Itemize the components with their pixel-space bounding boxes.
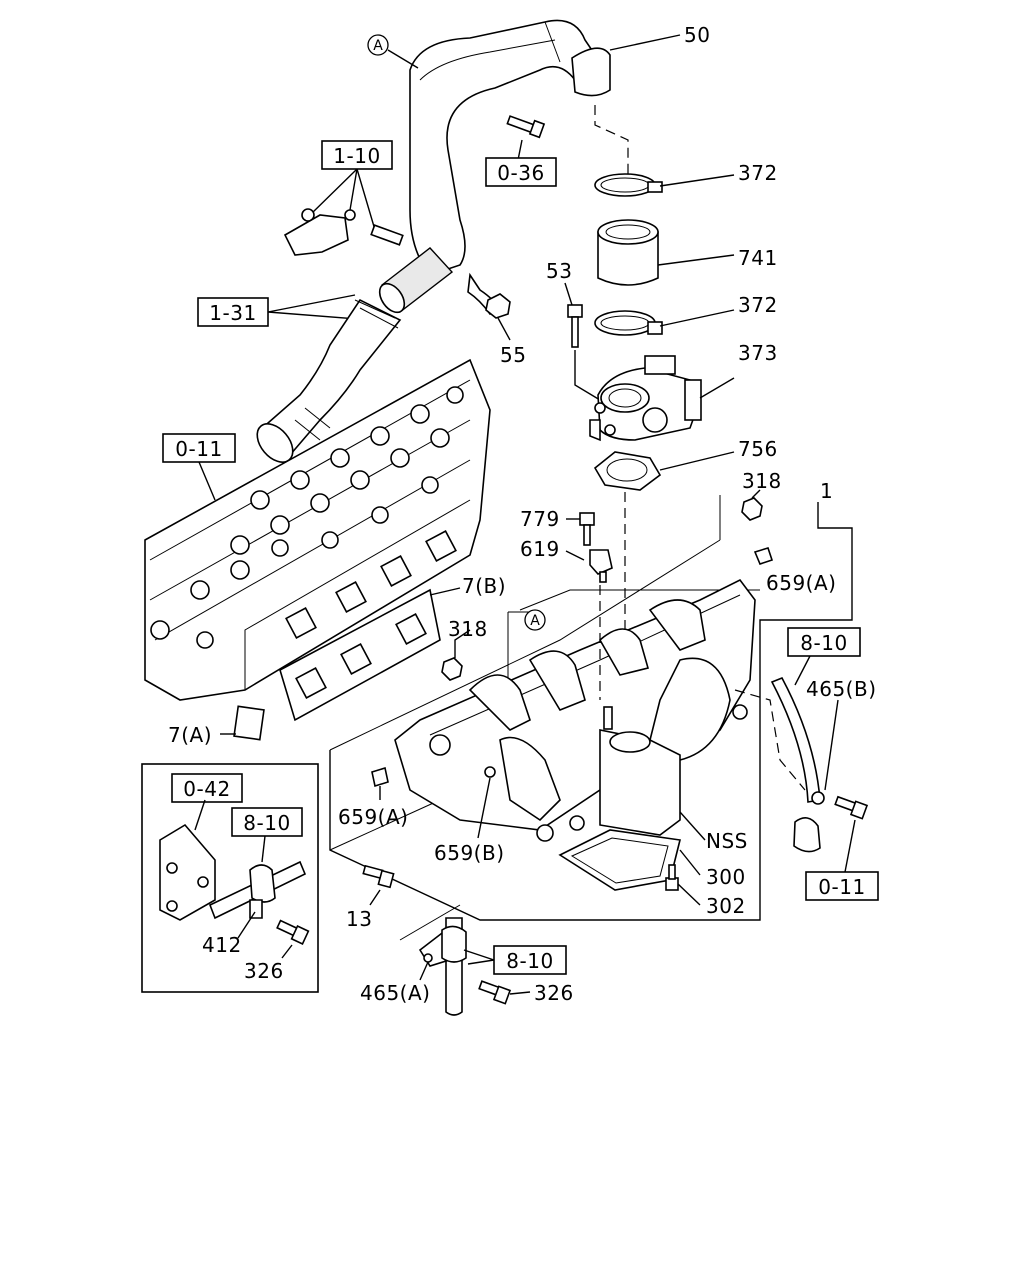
callout-300: 300 [706, 865, 746, 889]
plug-659a-right [753, 547, 774, 565]
bolt-53 [567, 304, 583, 348]
callout-326-bottom: 326 [534, 981, 574, 1005]
callout-nss: NSS [706, 829, 748, 853]
callout-373: 373 [738, 341, 778, 365]
callout-779: 779 [520, 507, 560, 531]
ref-8-10-bottom: 8-10 [506, 949, 553, 973]
callout-619: 619 [520, 537, 560, 561]
clamp-372-bottom [594, 310, 663, 336]
bolt-0-11 [834, 795, 869, 820]
bolt-779 [579, 512, 595, 546]
callout-50: 50 [684, 23, 710, 47]
callout-1: 1 [820, 479, 833, 503]
callout-318-mid: 318 [448, 617, 488, 641]
bolt-326-bottom [478, 980, 512, 1005]
cylinder-head [144, 358, 491, 701]
callout-318-top: 318 [742, 469, 782, 493]
bracket-1-10 [283, 208, 404, 256]
ref-box-0-11-top [162, 433, 236, 463]
ref-0-11-top: 0-11 [175, 437, 222, 461]
callout-465b: 465(B) [806, 677, 877, 701]
callout-372-top: 372 [738, 161, 778, 185]
marker-a-mid: A [507, 609, 546, 700]
intake-pipe [378, 19, 611, 315]
ref-1-10: 1-10 [333, 144, 380, 168]
hose-465a [418, 917, 467, 1016]
bolt-13 [362, 864, 395, 889]
intake-manifold [394, 578, 756, 842]
ref-8-10-inset: 8-10 [243, 811, 290, 835]
ref-8-10-right: 8-10 [800, 631, 847, 655]
gasket-300 [558, 829, 681, 891]
nut-55 [485, 293, 511, 319]
ref-0-11-right: 0-11 [818, 875, 865, 899]
ref-box-8-10-right [787, 627, 861, 657]
gasket-7b [279, 588, 441, 722]
callout-372-bottom: 372 [738, 293, 778, 317]
gasket-7a [233, 705, 265, 741]
bolt-326-inset [276, 919, 310, 945]
ref-box-1-10 [321, 140, 393, 170]
callout-7b: 7(B) [462, 574, 506, 598]
ref-box-0-36 [485, 157, 557, 187]
gasket-756 [593, 451, 662, 491]
sleeve-741 [597, 219, 659, 286]
callout-302: 302 [706, 894, 746, 918]
ref-box-8-10-inset [231, 807, 303, 837]
callout-756: 756 [738, 437, 778, 461]
hose-1-31 [256, 298, 402, 463]
ref-0-36: 0-36 [497, 161, 544, 185]
callout-659a-left: 659(A) [338, 805, 408, 829]
clamp-372-top [594, 173, 663, 197]
callout-659b: 659(B) [434, 841, 505, 865]
callout-412: 412 [202, 933, 242, 957]
callout-7a: 7(A) [168, 723, 212, 747]
ref-1-31: 1-31 [209, 301, 256, 325]
nut-318-mid [441, 657, 463, 681]
bolt-036 [506, 115, 546, 161]
ref-box-8-10-bottom [493, 945, 567, 975]
ref-box-1-31 [197, 297, 269, 327]
plug-659a-left [371, 766, 389, 788]
hose-465b [770, 676, 825, 853]
callout-13: 13 [346, 907, 372, 931]
sensor-619 [589, 549, 613, 583]
marker-a-top: A [367, 34, 419, 69]
ref-box-0-11-right [805, 871, 879, 901]
callout-741: 741 [738, 246, 778, 270]
throttle-body-373 [589, 355, 702, 442]
callout-55: 55 [500, 343, 526, 367]
ref-0-42: 0-42 [183, 777, 230, 801]
marker-a-mid-text: A [530, 613, 540, 629]
ref-box-0-42 [171, 773, 243, 803]
callout-326-inset: 326 [244, 959, 284, 983]
plug-659b [484, 766, 496, 778]
callout-465a: 465(A) [360, 981, 430, 1005]
inset-bracket-and-hose [159, 799, 307, 921]
callout-53: 53 [546, 259, 572, 283]
marker-a-top-text: A [373, 38, 383, 54]
nut-318-top [741, 497, 763, 521]
callout-659a-right: 659(A) [766, 571, 836, 595]
